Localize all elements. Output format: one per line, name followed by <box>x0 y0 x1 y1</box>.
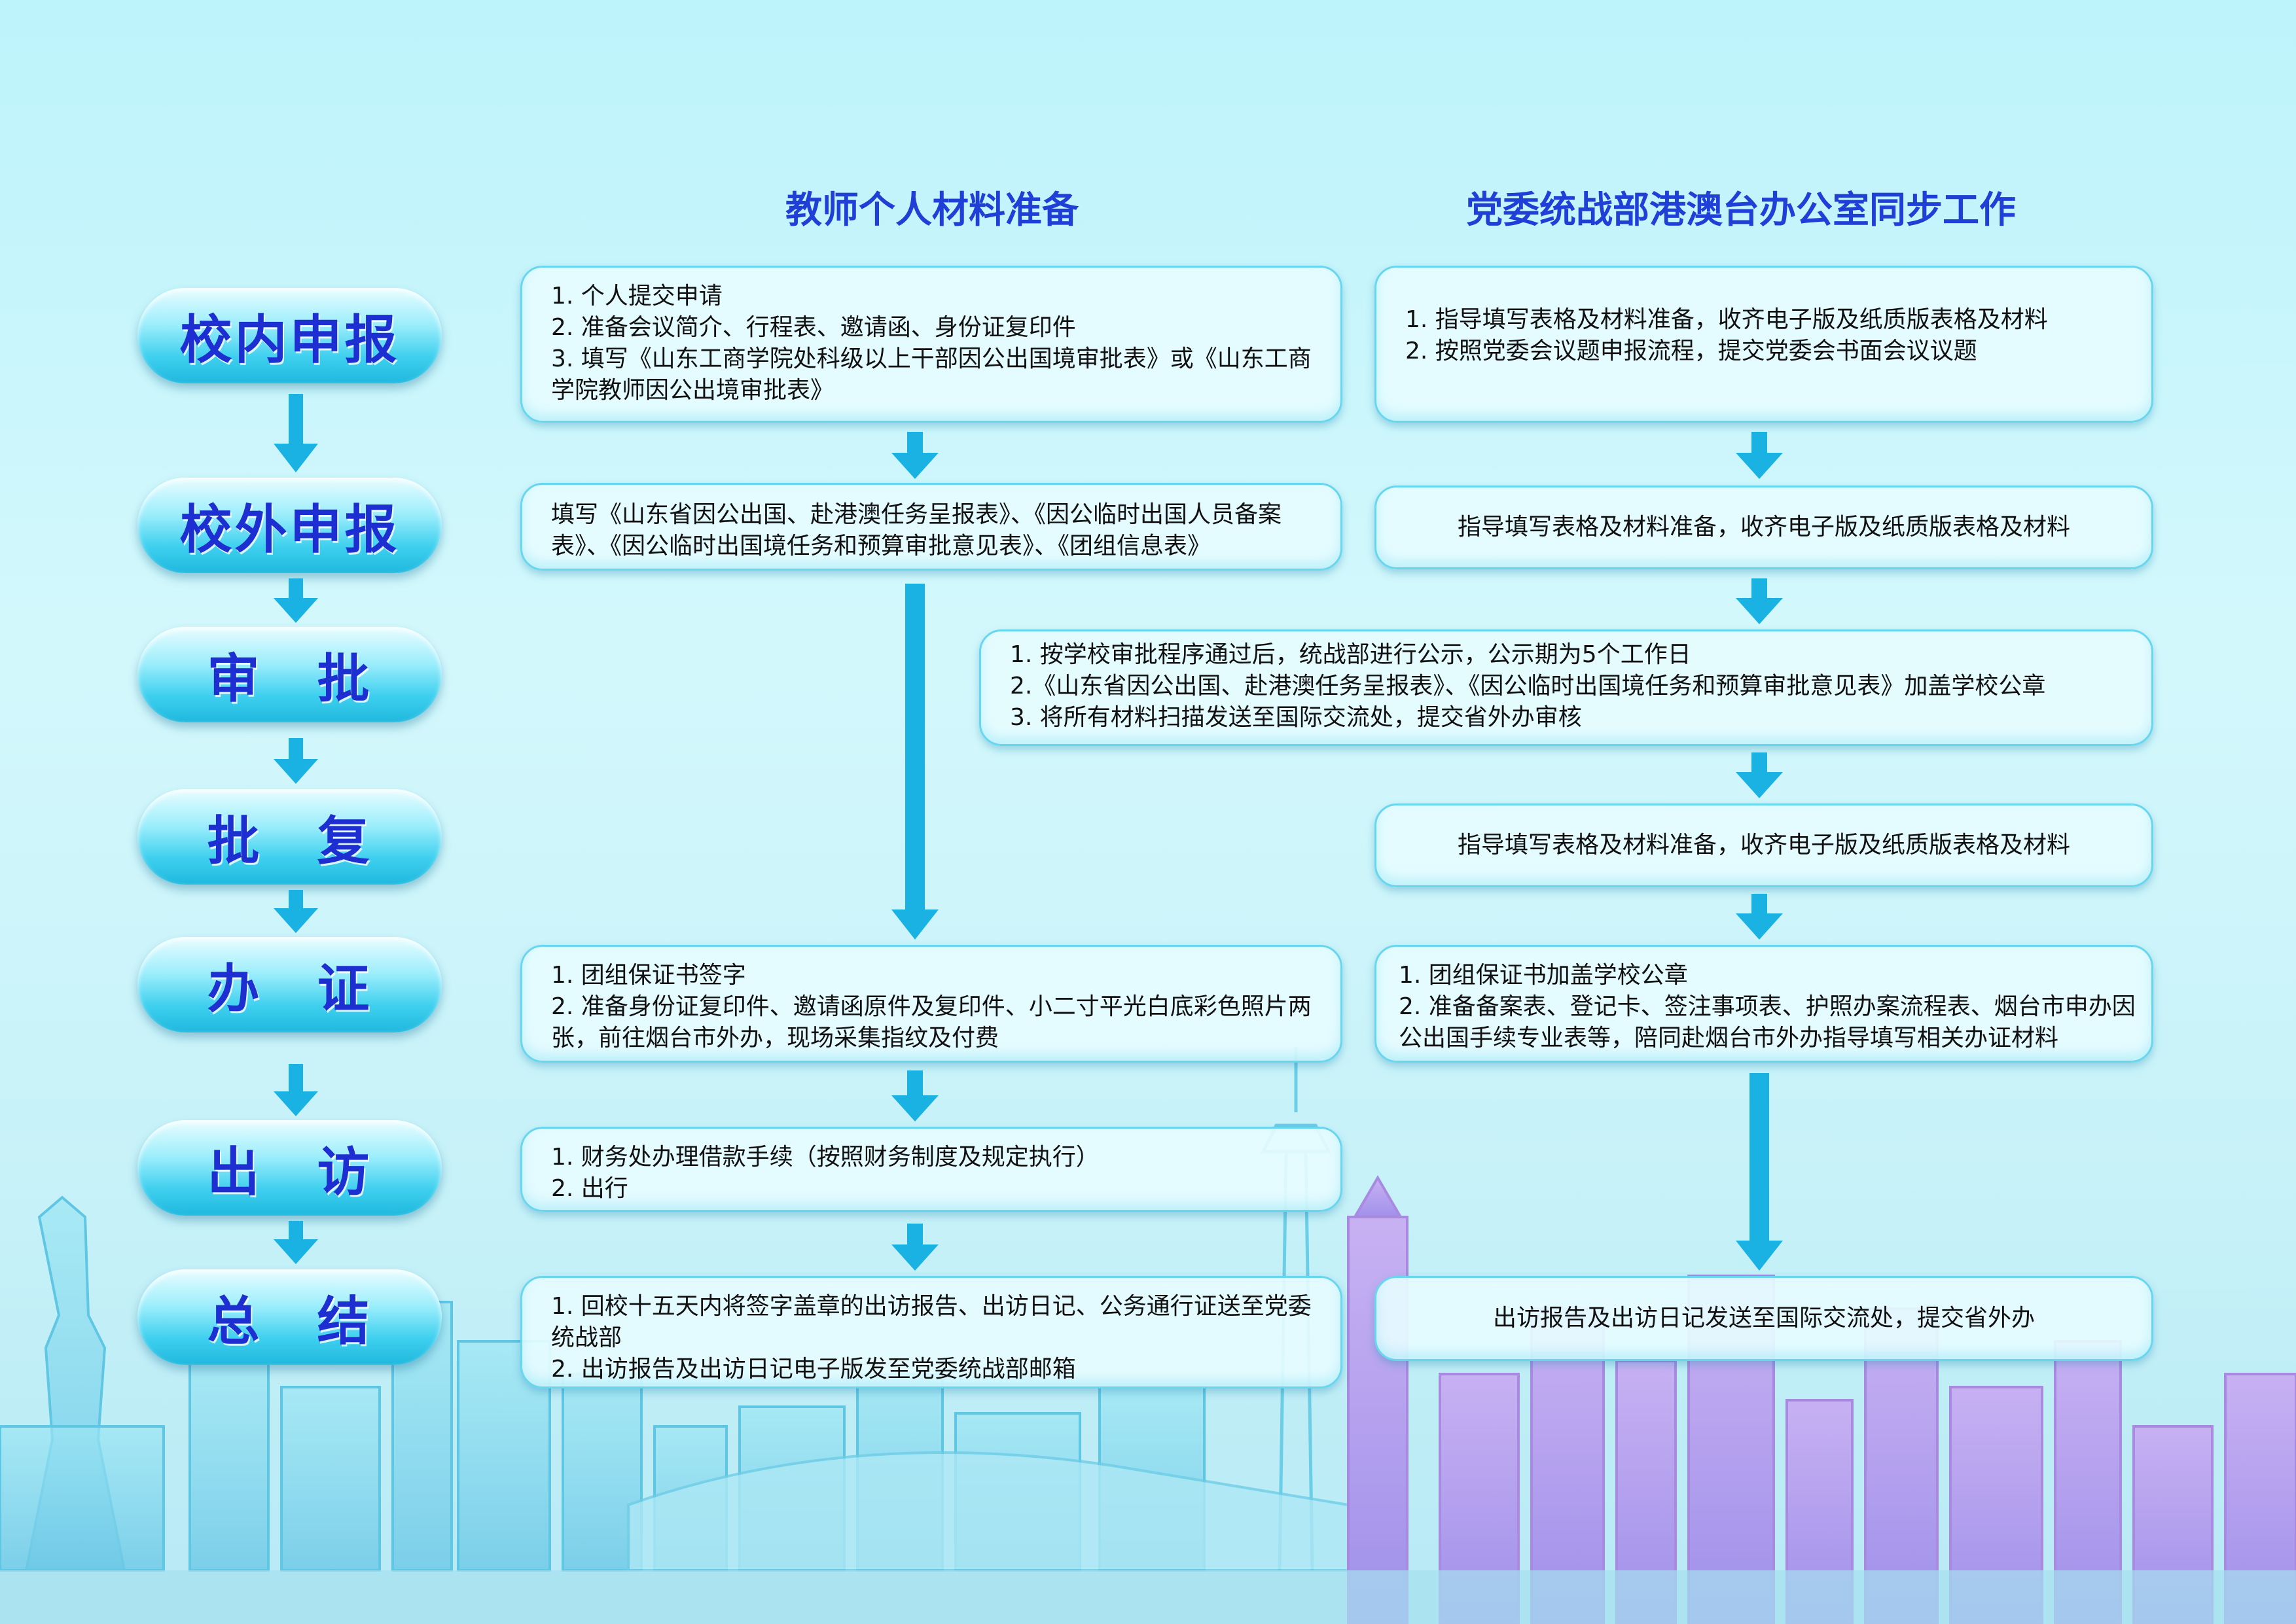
left-arrow <box>891 432 939 479</box>
right-box-approval: 1. 按学校审批程序通过后，统战部进行公示，公示期为5个工作日 2.《山东省因公… <box>979 629 2153 746</box>
box-line: 2. 出行 <box>551 1175 628 1202</box>
stage-arrow <box>274 890 318 933</box>
right-arrow <box>1736 1073 1783 1271</box>
box-line: 1. 团组保证书签字 <box>551 962 746 989</box>
left-arrow <box>891 1224 939 1271</box>
left-arrow <box>891 1070 939 1121</box>
box-line: 2. 按照党委会议题申报流程，提交党委会书面会议议题 <box>1405 338 1977 364</box>
right-column-title: 党委统战部港澳台办公室同步工作 <box>1466 189 2016 232</box>
box-line: 1. 指导填写表格及材料准备，收齐电子版及纸质版表格及材料 <box>1405 306 2048 333</box>
stage-label: 校外申报 <box>179 499 400 560</box>
right-box-external: 指导填写表格及材料准备，收齐电子版及纸质版表格及材料 <box>1374 485 2153 569</box>
box-line: 指导填写表格及材料准备，收齐电子版及纸质版表格及材料 <box>1457 832 2070 858</box>
left-arrow <box>891 584 939 940</box>
right-arrow <box>1736 578 1783 624</box>
stage-label: 校内申报 <box>179 309 400 370</box>
stage-internal-application: 校内申报 <box>137 288 442 383</box>
stage-label: 办 证 <box>207 959 372 1019</box>
box-line: 2. 准备身份证复印件、邀请函原件及复印件、小二寸平光白底彩色照片两张，前往烟台… <box>551 993 1312 1051</box>
right-arrow <box>1736 432 1783 479</box>
box-line: 2. 准备会议简介、行程表、邀请函、身份证复印件 <box>551 314 1076 341</box>
stage-label: 批 复 <box>207 811 372 872</box>
box-line: 3. 填写《山东工商学院处科级以上干部因公出国境审批表》或《山东工商学院教师因公… <box>551 345 1312 404</box>
stage-external-application: 校外申报 <box>137 478 442 573</box>
stage-visit: 出 访 <box>137 1120 442 1216</box>
stage-arrow <box>274 394 318 472</box>
box-line: 1. 按学校审批程序通过后，统战部进行公示，公示期为5个工作日 <box>1010 641 1691 668</box>
left-column-title: 教师个人材料准备 <box>785 189 1079 232</box>
box-line: 3. 将所有材料扫描发送至国际交流处，提交省外办审核 <box>1010 704 1582 731</box>
stage-label: 出 访 <box>207 1142 372 1203</box>
stage-certificate: 办 证 <box>137 937 442 1033</box>
left-box-certificate: 1. 团组保证书签字 2. 准备身份证复印件、邀请函原件及复印件、小二寸平光白底… <box>520 945 1342 1063</box>
left-box-summary: 1. 回校十五天内将签字盖章的出访报告、出访日记、公务通行证送至党委统战部 2.… <box>520 1276 1342 1388</box>
right-arrow <box>1736 752 1783 798</box>
stage-label: 总 结 <box>207 1291 372 1352</box>
right-arrow <box>1736 894 1783 940</box>
left-box-internal: 1. 个人提交申请 2. 准备会议简介、行程表、邀请函、身份证复印件 3. 填写… <box>520 266 1342 423</box>
stage-arrow <box>274 1064 318 1116</box>
box-line: 指导填写表格及材料准备，收齐电子版及纸质版表格及材料 <box>1457 514 2070 540</box>
box-line: 1. 个人提交申请 <box>551 283 723 309</box>
stage-reply: 批 复 <box>137 789 442 885</box>
box-line: 填写《山东省因公出国、赴港澳任务呈报表》、《因公临时出国人员备案表》、《因公临时… <box>551 501 1282 559</box>
right-box-internal: 1. 指导填写表格及材料准备，收齐电子版及纸质版表格及材料 2. 按照党委会议题… <box>1374 266 2153 423</box>
box-line: 1. 财务处办理借款手续（按照财务制度及规定执行） <box>551 1144 1100 1171</box>
left-box-external: 填写《山东省因公出国、赴港澳任务呈报表》、《因公临时出国人员备案表》、《因公临时… <box>520 483 1342 571</box>
box-line: 2. 出访报告及出访日记电子版发至党委统战部邮箱 <box>551 1356 1076 1383</box>
box-line: 1. 团组保证书加盖学校公章 <box>1399 962 1688 989</box>
right-box-summary: 出访报告及出访日记发送至国际交流处，提交省外办 <box>1374 1276 2153 1361</box>
stage-approval: 审 批 <box>137 627 442 722</box>
stage-arrow <box>274 1221 318 1264</box>
box-line: 2. 准备备案表、登记卡、签注事项表、护照办案流程表、烟台市申办因公出国手续专业… <box>1399 993 2136 1051</box>
right-box-certificate: 1. 团组保证书加盖学校公章 2. 准备备案表、登记卡、签注事项表、护照办案流程… <box>1374 945 2153 1063</box>
right-box-reply: 指导填写表格及材料准备，收齐电子版及纸质版表格及材料 <box>1374 803 2153 887</box>
left-box-visit: 1. 财务处办理借款手续（按照财务制度及规定执行） 2. 出行 <box>520 1127 1342 1212</box>
box-line: 1. 回校十五天内将签字盖章的出访报告、出访日记、公务通行证送至党委统战部 <box>551 1293 1312 1351</box>
stage-summary: 总 结 <box>137 1269 442 1365</box>
stage-arrow <box>274 738 318 784</box>
stage-arrow <box>274 578 318 623</box>
stage-label: 审 批 <box>207 648 372 709</box>
box-line: 2.《山东省因公出国、赴港澳任务呈报表》、《因公临时出国境任务和预算审批意见表》… <box>1010 673 2046 699</box>
box-line: 出访报告及出访日记发送至国际交流处，提交省外办 <box>1492 1305 2035 1332</box>
